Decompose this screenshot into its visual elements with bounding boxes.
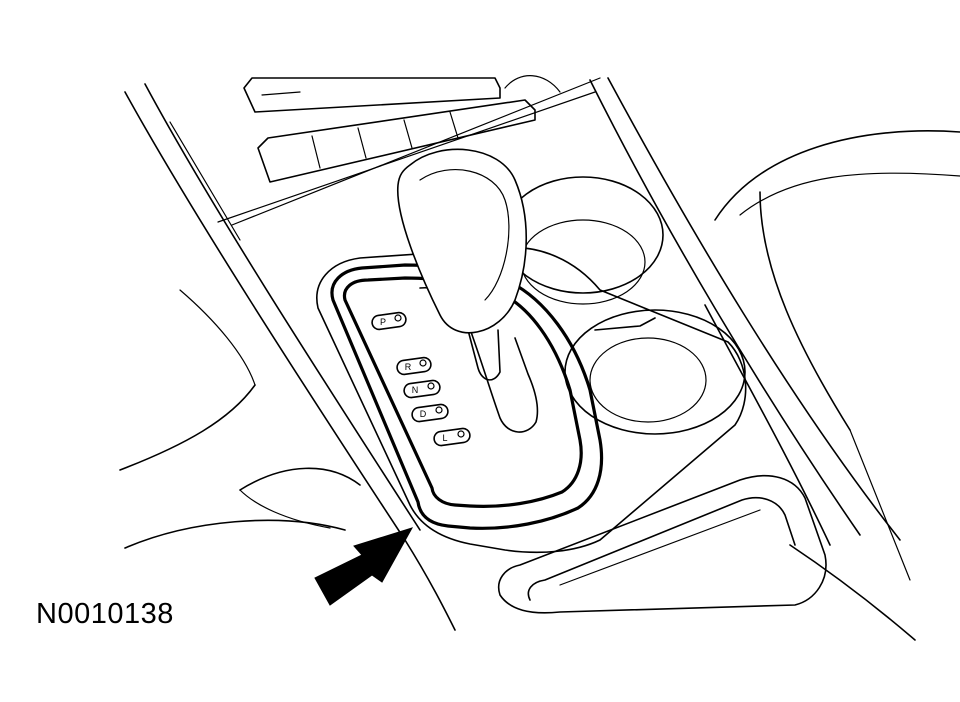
shifter-bezel — [316, 246, 747, 554]
shift-lever-knob — [397, 148, 528, 381]
gear-indicator-r: R — [396, 356, 432, 376]
console-side-walls — [124, 77, 901, 631]
svg-text:R: R — [405, 362, 412, 372]
gear-indicator-column: P R N D L — [371, 311, 471, 447]
right-seat-outline — [704, 130, 960, 641]
svg-text:D: D — [420, 409, 427, 419]
left-seat-outline — [119, 289, 361, 549]
gear-indicator-n: N — [403, 379, 441, 399]
svg-text:L: L — [442, 433, 447, 443]
gear-indicator-d: D — [411, 403, 449, 423]
gear-indicator-l: L — [433, 427, 471, 447]
gear-indicator-p: P — [371, 311, 407, 331]
figure-id-label: N0010138 — [36, 598, 174, 630]
svg-text:N: N — [412, 385, 419, 395]
cup-holders — [502, 176, 746, 435]
storage-tray — [498, 474, 827, 614]
dash-switch-panel — [169, 75, 561, 241]
svg-text:P: P — [380, 317, 386, 327]
callout-arrow — [314, 527, 414, 606]
